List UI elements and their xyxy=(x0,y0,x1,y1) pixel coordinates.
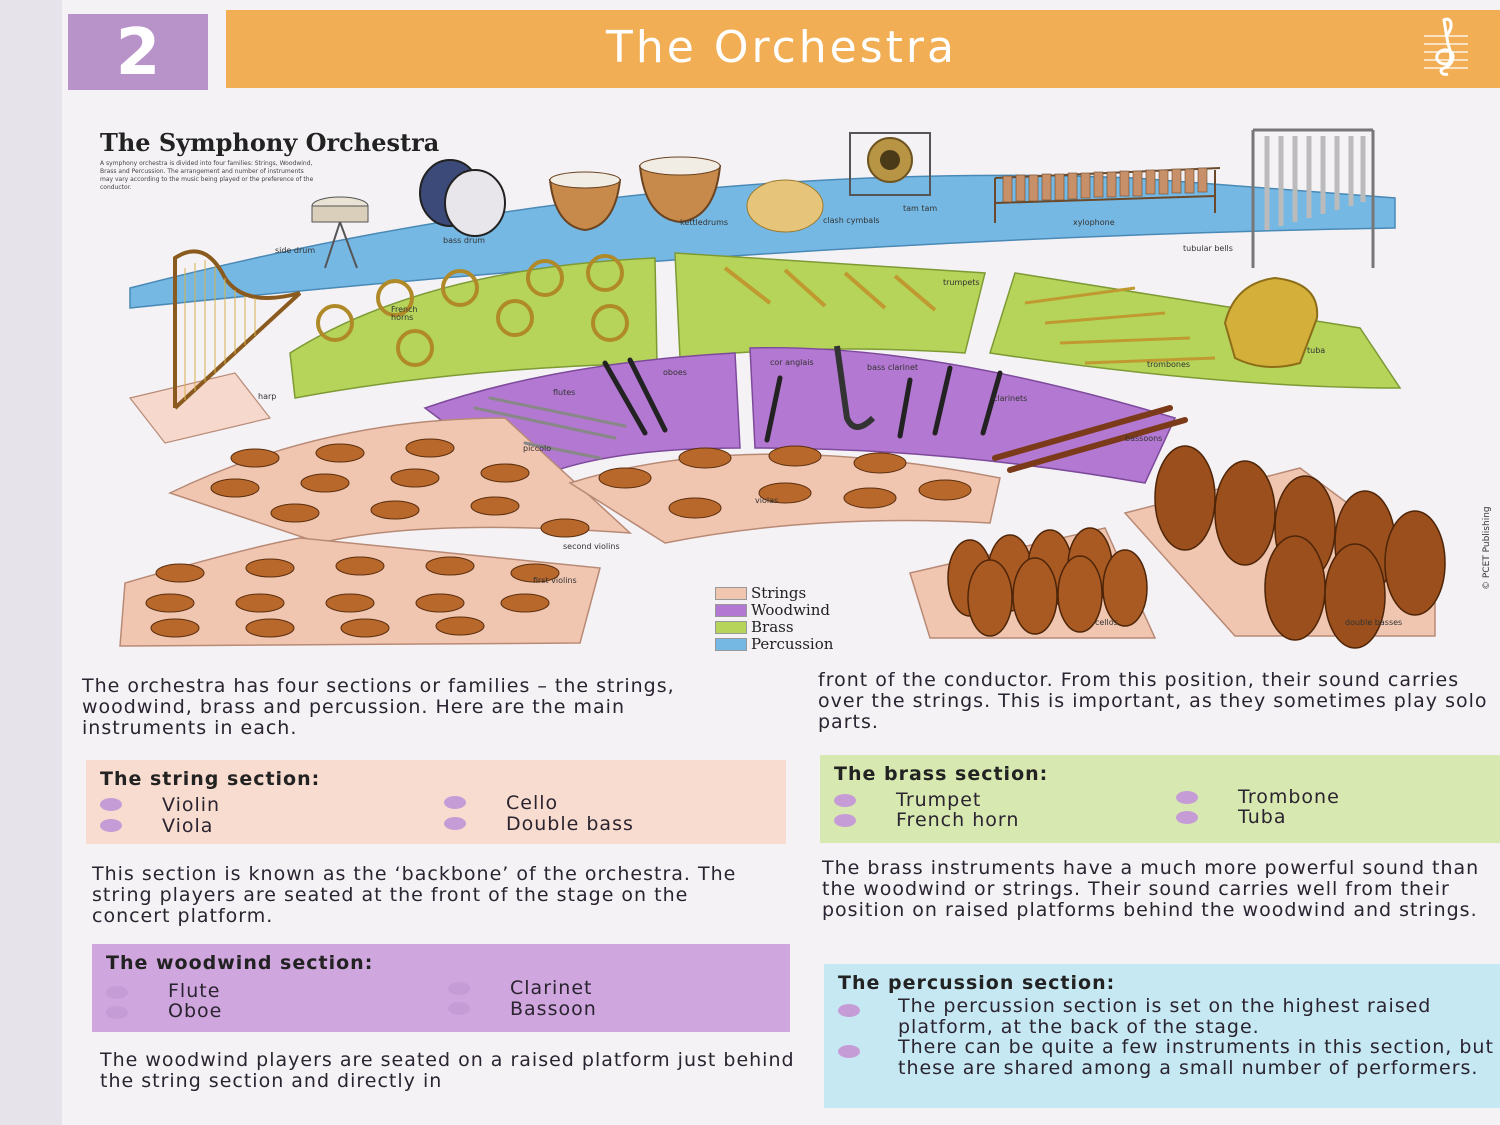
brass-item: French horn xyxy=(896,809,1020,831)
label-tuba: tuba xyxy=(1307,346,1326,355)
legend-label: Brass xyxy=(751,618,794,636)
bullet-dot xyxy=(106,986,128,999)
percussion-item: The percussion section is set on the hig… xyxy=(898,995,1432,1038)
label-tubular-bells: tubular bells xyxy=(1183,244,1233,253)
legend-swatch xyxy=(715,604,747,617)
label-xylophone: xylophone xyxy=(1073,218,1115,227)
legend-swatch xyxy=(715,587,747,600)
label-bass-clarinet: bass clarinet xyxy=(867,363,919,372)
page-title: The Orchestra xyxy=(606,22,957,73)
page-margin xyxy=(0,0,62,1125)
label-bass-drum: bass drum xyxy=(443,236,486,245)
label-piccolo: piccolo xyxy=(523,444,552,453)
string-item: Double bass xyxy=(506,813,634,835)
label-oboes: oboes xyxy=(663,368,687,377)
legend-swatch xyxy=(715,621,747,634)
label-french-horns: French horns xyxy=(391,305,418,322)
woodwind-continued-text: front of the conductor. From this positi… xyxy=(818,669,1488,733)
legend-label: Percussion xyxy=(751,635,834,653)
diagram-title: The Symphony Orchestra xyxy=(100,128,440,157)
intro-paragraph: The orchestra has four sections or famil… xyxy=(82,675,675,739)
brass-item: Trombone xyxy=(1238,786,1340,808)
brass-section-box: The brass section: Trumpet French horn T… xyxy=(820,755,1500,843)
copyright-notice: © PCET Publishing xyxy=(1482,506,1492,590)
bullet-dot xyxy=(838,1004,860,1017)
label-bassoons: bassoons xyxy=(1125,434,1163,443)
woodwind-item: Flute xyxy=(168,980,221,1002)
woodwind-item: Clarinet xyxy=(510,977,593,999)
label-double-basses: double basses xyxy=(1345,618,1403,627)
chapter-number-box: 2 xyxy=(68,14,208,90)
woodwind-section-text: The woodwind players are seated on a rai… xyxy=(100,1049,795,1092)
title-bar: The Orchestra xyxy=(226,10,1500,88)
label-cor-anglais: cor anglais xyxy=(770,358,814,367)
treble-clef-icon xyxy=(1424,17,1468,76)
brass-section-title: The brass section: xyxy=(834,763,1049,785)
brass-item: Trumpet xyxy=(896,789,982,811)
label-tam-tam: tam tam xyxy=(903,204,938,213)
legend-swatch xyxy=(715,638,747,651)
string-section-text: This section is known as the ‘backbone’ … xyxy=(92,863,737,927)
bullet-dot xyxy=(444,817,466,830)
label-clarinets: clarinets xyxy=(993,394,1028,403)
label-flutes: flutes xyxy=(553,388,576,397)
legend-label: Strings xyxy=(751,584,807,602)
legend-label: Woodwind xyxy=(751,601,830,619)
bullet-dot xyxy=(106,1006,128,1019)
bullet-dot xyxy=(834,814,856,827)
label-violas: violas xyxy=(755,496,779,505)
orchestra-diagram: The Symphony Orchestra A symphony orches… xyxy=(95,118,1475,663)
brass-section-text: The brass instruments have a much more p… xyxy=(822,857,1480,921)
bullet-dot xyxy=(444,796,466,809)
label-clash-cymbals: clash cymbals xyxy=(823,216,880,225)
bullet-dot xyxy=(100,798,122,811)
string-item: Cello xyxy=(506,792,559,814)
bullet-dot xyxy=(448,1002,470,1015)
label-harp: harp xyxy=(258,392,277,401)
woodwind-item: Bassoon xyxy=(510,998,597,1020)
orchestra-seating-plan xyxy=(119,128,1446,649)
string-section-box: The string section: Violin Viola Cello D… xyxy=(86,760,786,844)
label-trumpets: trumpets xyxy=(943,278,980,287)
woodwind-section-box: The woodwind section: Flute Oboe Clarine… xyxy=(92,944,790,1032)
woodwind-section-title: The woodwind section: xyxy=(106,952,374,974)
bullet-dot xyxy=(838,1045,860,1058)
label-second-violins: second violins xyxy=(563,542,620,551)
bullet-dot xyxy=(100,819,122,832)
chapter-number: 2 xyxy=(115,16,161,90)
percussion-section-title: The percussion section: xyxy=(838,972,1116,994)
bullet-dot xyxy=(1176,791,1198,804)
label-cellos: cellos xyxy=(1095,618,1118,627)
percussion-section-box: The percussion section: The percussion s… xyxy=(824,964,1500,1108)
string-item: Violin xyxy=(162,794,221,816)
bullet-dot xyxy=(1176,811,1198,824)
label-side-drum: side drum xyxy=(275,246,316,255)
woodwind-item: Oboe xyxy=(168,1000,223,1022)
label-kettledrums: kettledrums xyxy=(680,218,729,227)
string-section-title: The string section: xyxy=(100,768,321,790)
percussion-item: There can be quite a few instruments in … xyxy=(898,1036,1494,1079)
bullet-dot xyxy=(834,794,856,807)
label-first-violins: first violins xyxy=(533,576,577,585)
bullet-dot xyxy=(448,982,470,995)
brass-item: Tuba xyxy=(1238,806,1287,828)
label-trombones: trombones xyxy=(1147,360,1191,369)
diagram-caption: A symphony orchestra is divided into fou… xyxy=(100,160,314,191)
string-item: Viola xyxy=(162,815,214,837)
